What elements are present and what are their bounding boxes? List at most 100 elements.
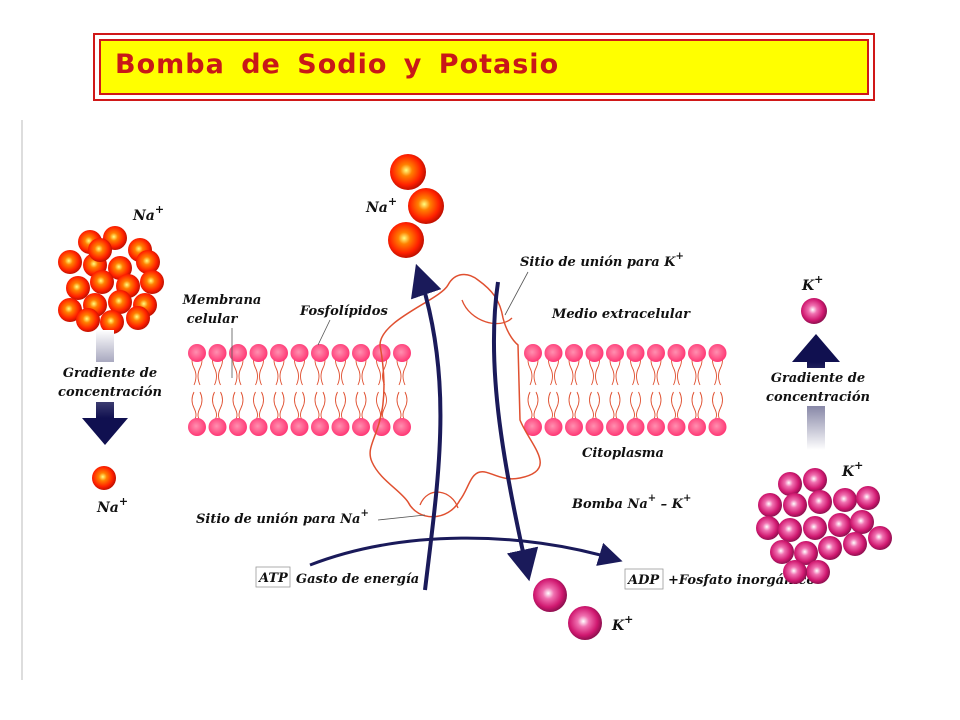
lipid-tail: [636, 391, 641, 421]
potassium-transport-arrow: [491, 281, 539, 582]
phospholipid-head: [249, 418, 268, 436]
lipid-tail: [589, 391, 594, 421]
k-binding-site-pointer: [504, 271, 529, 316]
sodium-ion: [58, 298, 82, 322]
lipid-tail: [191, 391, 197, 421]
extracellular-label: Medio extracelular: [551, 307, 691, 322]
lipid-tail: [279, 391, 285, 421]
sodium-ion: [408, 188, 444, 224]
lipid-tail: [382, 391, 387, 421]
sodium-ion: [92, 466, 116, 490]
lipid-tail: [718, 391, 723, 421]
phospholipid-head: [544, 418, 563, 436]
lipid-tail: [218, 391, 223, 421]
lipid-tail: [630, 391, 635, 421]
title-banner: Bomba de Sodio y Potasio: [99, 39, 869, 95]
phospholipid-head: [208, 418, 227, 436]
potassium-ion: [818, 536, 842, 560]
phospholipid-head: [290, 418, 309, 436]
phospholipid-head: [249, 344, 268, 362]
gradient-label-right-1: Gradiente de: [771, 371, 865, 386]
phospholipid-head: [208, 344, 227, 362]
lipid-tail: [376, 391, 381, 421]
gradient-label-bg-right: [765, 368, 875, 406]
sodium-ion: [140, 270, 164, 294]
sodium-ion: [76, 308, 100, 332]
membrane-label-2: celular: [187, 312, 239, 327]
potassium-ion: [770, 540, 794, 564]
lipid-tail: [232, 391, 238, 421]
lipid-tail: [253, 391, 258, 421]
lipid-tail: [691, 391, 697, 421]
title-box: Bomba de Sodio y Potasio: [93, 33, 875, 101]
potassium-ion: [756, 516, 780, 540]
potassium-label-bottom-center: K+: [611, 613, 633, 634]
phospholipid-head: [188, 344, 206, 362]
potassium-ion: [833, 488, 857, 512]
sodium-ion: [58, 250, 82, 274]
lipid-tail: [671, 391, 676, 421]
sodium-label-bottom-left: Na+: [96, 495, 128, 516]
phospholipid-head: [688, 344, 706, 362]
pump-protein: [369, 273, 541, 518]
phospholipid-head: [708, 344, 727, 362]
potassium-ion: [843, 532, 867, 556]
adp-label: ADP: [626, 573, 660, 588]
phospholipid-head: [647, 344, 665, 362]
sodium-ion: [88, 238, 112, 262]
sodium-ion: [136, 250, 160, 274]
phospholipid-head: [606, 418, 624, 436]
sodium-ion-cluster: [58, 226, 164, 334]
k-binding-pocket: [461, 299, 513, 325]
phosphate-label: +Fosfato inorgánico: [668, 573, 815, 588]
pump-label: Bomba Na+ – K+: [571, 493, 691, 512]
phospholipid-head: [524, 418, 542, 436]
potassium-label-top-right: K+: [801, 273, 823, 294]
sodium-label-top-center: Na+: [365, 195, 397, 216]
potassium-ion: [533, 578, 567, 612]
phospholipid-head: [188, 418, 206, 436]
lipid-tail: [656, 391, 662, 421]
lipid-tail: [314, 391, 320, 421]
lipid-tail: [300, 391, 305, 421]
phospholipid-head: [626, 418, 645, 436]
lipid-tail: [402, 391, 408, 421]
phospholipids-pointer: [317, 319, 331, 346]
potassium-ion: [783, 493, 807, 517]
phospholipid-head: [331, 418, 350, 436]
adp-box: [624, 568, 664, 590]
k-binding-site-label: Sitio de unión para K+: [520, 251, 684, 270]
gradient-label-left-1: Gradiente de: [63, 366, 157, 381]
sodium-label-top-left: Na+: [132, 203, 164, 224]
potassium-ion: [803, 468, 827, 492]
sodium-ion: [100, 310, 124, 334]
atp-hydrolysis-arrow: [309, 536, 623, 567]
lipid-tail: [712, 391, 717, 421]
potassium-ion: [808, 490, 832, 514]
atp-box: [255, 566, 291, 588]
lipid-tail: [595, 391, 600, 421]
phospholipid-head: [626, 344, 645, 362]
lipid-tail: [197, 391, 203, 421]
phospholipid-head: [585, 344, 604, 362]
sodium-ion: [388, 222, 424, 258]
sodium-transport-arrow: [410, 263, 443, 591]
lipid-tail: [335, 391, 340, 421]
lipid-tail: [396, 391, 402, 421]
potassium-ion: [758, 493, 782, 517]
sodium-ion: [66, 276, 90, 300]
phospholipid-head: [352, 418, 370, 436]
atp-label: ATP: [257, 571, 289, 586]
phospholipid-head: [270, 418, 288, 436]
potassium-ion-cluster: [756, 468, 892, 584]
potassium-ion: [850, 510, 874, 534]
phospholipid-head: [708, 418, 727, 436]
phospholipid-head: [352, 344, 370, 362]
gradient-label-right-2: concentración: [766, 390, 870, 405]
phospholipid-head: [585, 418, 604, 436]
lipid-tail: [238, 391, 244, 421]
lipid-tail: [341, 391, 346, 421]
phospholipid-head: [311, 344, 329, 362]
lipid-tail: [554, 391, 559, 421]
